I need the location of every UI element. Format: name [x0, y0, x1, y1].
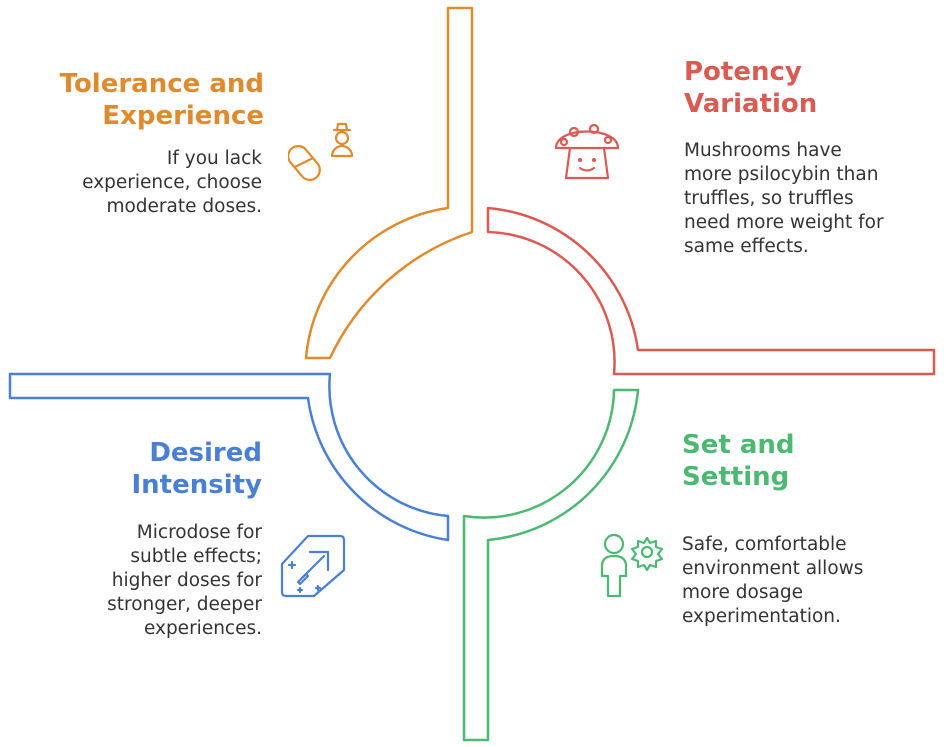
intensity-title: Desired Intensity [131, 437, 262, 501]
intensity-desc-line: experiences. [143, 618, 262, 639]
potency-title-line: Variation [684, 89, 818, 119]
intensity-desc-line: higher doses for [111, 570, 262, 591]
potency-title: Potency Variation [684, 56, 817, 120]
pill-and-person-icon [288, 122, 354, 181]
intensity-title-line: Desired [149, 438, 262, 468]
potency-desc-line: same effects. [684, 236, 809, 257]
tolerance-title-line: Tolerance and [59, 69, 264, 99]
potency-desc-line: truffles, so truffles [684, 188, 854, 209]
intensity-desc-line: stronger, deeper [107, 594, 262, 615]
setting-desc-line: environment allows [682, 558, 864, 579]
tolerance-arm [304, 6, 474, 360]
intensity-desc-line: Microdose for [136, 522, 262, 543]
potency-desc-line: need more weight for [684, 212, 884, 233]
tolerance-desc-line: experience, choose [82, 172, 262, 193]
intensity-arm [8, 372, 450, 542]
tolerance-desc-line: If you lack [166, 148, 262, 169]
intensity-description: Microdose for subtle effects; higher dos… [107, 521, 262, 641]
potency-desc-line: more psilocybin than [684, 164, 879, 185]
tolerance-desc-line: moderate doses. [106, 196, 262, 217]
tolerance-title: Tolerance and Experience [60, 68, 264, 132]
setting-description: Safe, comfortable environment allows mor… [682, 533, 863, 629]
tolerance-description: If you lack experience, choose moderate … [82, 147, 262, 219]
mushroom-icon [554, 123, 620, 180]
potency-description: Mushrooms have more psilocybin than truf… [684, 139, 884, 259]
setting-arm [462, 388, 640, 742]
potency-arm [486, 206, 936, 376]
potency-desc-line: Mushrooms have [684, 140, 842, 161]
setting-title: Set and Setting [682, 429, 795, 493]
sparkle-arrow-icon [280, 534, 346, 598]
setting-desc-line: experimentation. [682, 606, 841, 627]
person-gear-icon [600, 533, 664, 598]
setting-title-line: Setting [682, 462, 790, 492]
potency-title-line: Potency [684, 57, 802, 87]
intensity-title-line: Intensity [131, 470, 262, 500]
setting-desc-line: more dosage [682, 582, 803, 603]
tolerance-title-line: Experience [102, 101, 264, 131]
setting-desc-line: Safe, comfortable [682, 534, 847, 555]
setting-title-line: Set and [682, 430, 795, 460]
intensity-desc-line: subtle effects; [130, 546, 262, 567]
